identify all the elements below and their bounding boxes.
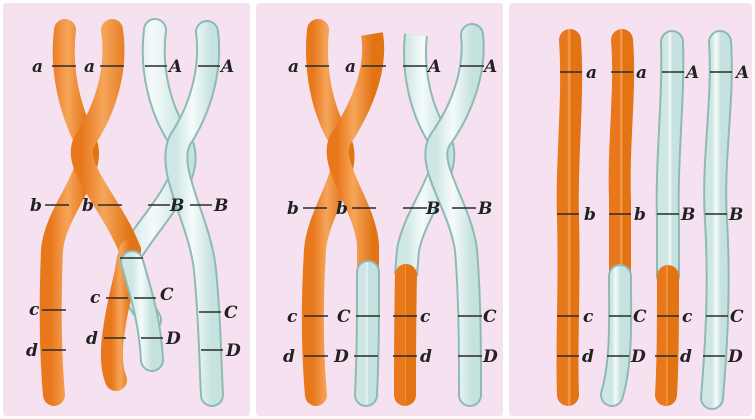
label: d <box>582 347 594 367</box>
label: B <box>425 199 440 219</box>
label: c <box>583 307 594 327</box>
label: A <box>734 63 749 83</box>
label: D <box>165 329 181 349</box>
label: d <box>86 329 98 349</box>
chromatid-1 <box>567 40 571 395</box>
label: D <box>225 341 241 361</box>
label: b <box>336 199 348 219</box>
label: b <box>82 196 94 216</box>
label: C <box>160 285 174 305</box>
label: B <box>169 196 184 216</box>
label: c <box>682 307 693 327</box>
label: a <box>586 63 597 83</box>
label: d <box>26 341 38 361</box>
label: d <box>420 347 432 367</box>
label: b <box>287 199 299 219</box>
label: C <box>337 307 351 327</box>
label: B <box>213 196 228 216</box>
label: b <box>30 196 42 216</box>
label: c <box>29 300 40 320</box>
label: D <box>727 347 743 367</box>
label: b <box>634 205 646 225</box>
label: A <box>167 57 182 77</box>
label: a <box>636 63 647 83</box>
label: B <box>477 199 492 219</box>
chromatid-2-upper <box>620 40 623 276</box>
label: A <box>482 57 497 77</box>
label: D <box>482 347 498 367</box>
label: B <box>728 205 743 225</box>
label: C <box>730 307 744 327</box>
label: C <box>483 307 497 327</box>
label: B <box>680 205 695 225</box>
label: c <box>287 307 298 327</box>
label: D <box>630 347 646 367</box>
label: d <box>283 347 295 367</box>
orange-segment-on-blue <box>405 275 406 395</box>
label: d <box>680 347 692 367</box>
label: c <box>90 288 101 308</box>
label: C <box>224 303 238 323</box>
label: A <box>219 57 234 77</box>
label: A <box>426 57 441 77</box>
label: A <box>684 63 699 83</box>
label: b <box>584 205 596 225</box>
label: a <box>345 57 356 77</box>
label: a <box>84 57 95 77</box>
label: C <box>633 307 647 327</box>
label: a <box>288 57 299 77</box>
label: D <box>333 347 349 367</box>
label: c <box>420 307 431 327</box>
label: a <box>32 57 43 77</box>
chromatid-3-lower <box>666 276 668 395</box>
